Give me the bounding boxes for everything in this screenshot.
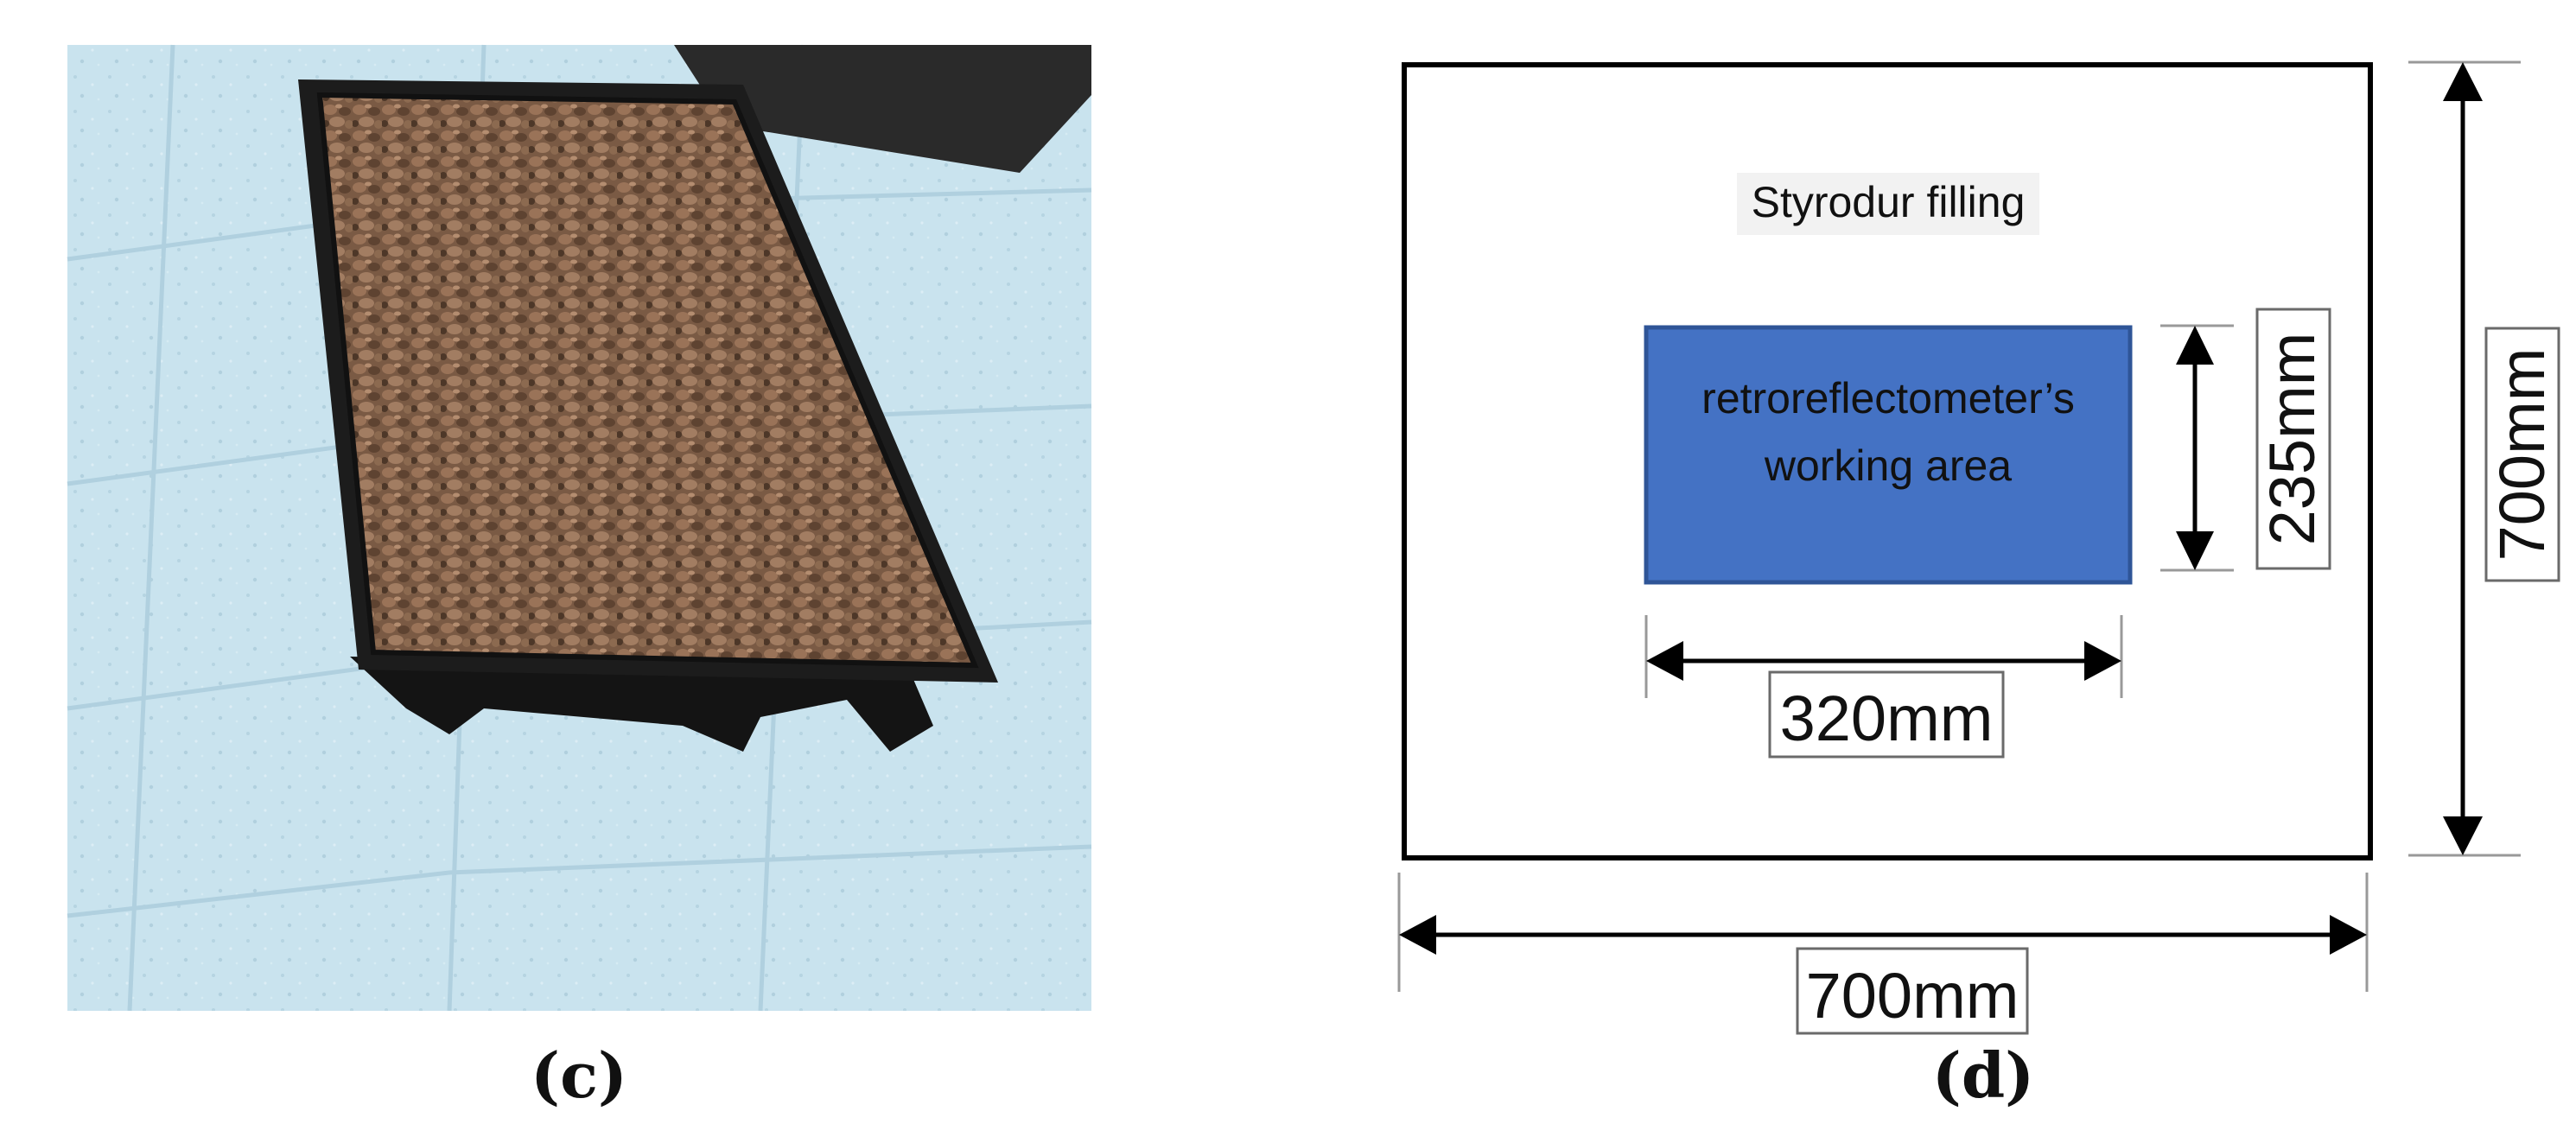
inner-height-dimension	[2160, 324, 2234, 572]
tray-inner-edge	[316, 92, 979, 669]
inner-width-label: 320mm	[1780, 683, 1994, 754]
panel-c-photo	[67, 44, 1092, 1012]
gravel-fill	[320, 95, 975, 665]
inner-width-label-box	[1768, 670, 2005, 759]
outer-width-label: 700mm	[1806, 960, 2019, 1032]
outer-height-dimension	[2408, 60, 2521, 857]
outer-width-dimension	[1397, 873, 2369, 992]
outer-height-label: 700mm	[2486, 348, 2558, 562]
dark-box-corner	[674, 45, 1091, 173]
tray-shadow	[350, 657, 933, 752]
panel-d-caption: (d)	[1932, 1038, 2034, 1112]
working-area-label-line1: retroreflectometer’s	[1701, 374, 2075, 422]
inner-height-label-box	[2255, 308, 2331, 570]
panel-d-diagram: Styrodur filling retroreflectometer’s wo…	[1397, 60, 2560, 1035]
inner-width-dimension	[1644, 615, 2123, 698]
filling-label-bg	[1737, 173, 2039, 235]
filling-label: Styrodur filling	[1752, 178, 2026, 226]
inner-height-label: 235mm	[2256, 333, 2328, 546]
outer-width-label-box	[1796, 947, 2029, 1035]
outer-height-label-box	[2484, 327, 2560, 582]
working-area-rect	[1644, 325, 2133, 585]
panel-c-caption: (c)	[531, 1038, 627, 1112]
working-area-label-line2: working area	[1764, 441, 2012, 490]
